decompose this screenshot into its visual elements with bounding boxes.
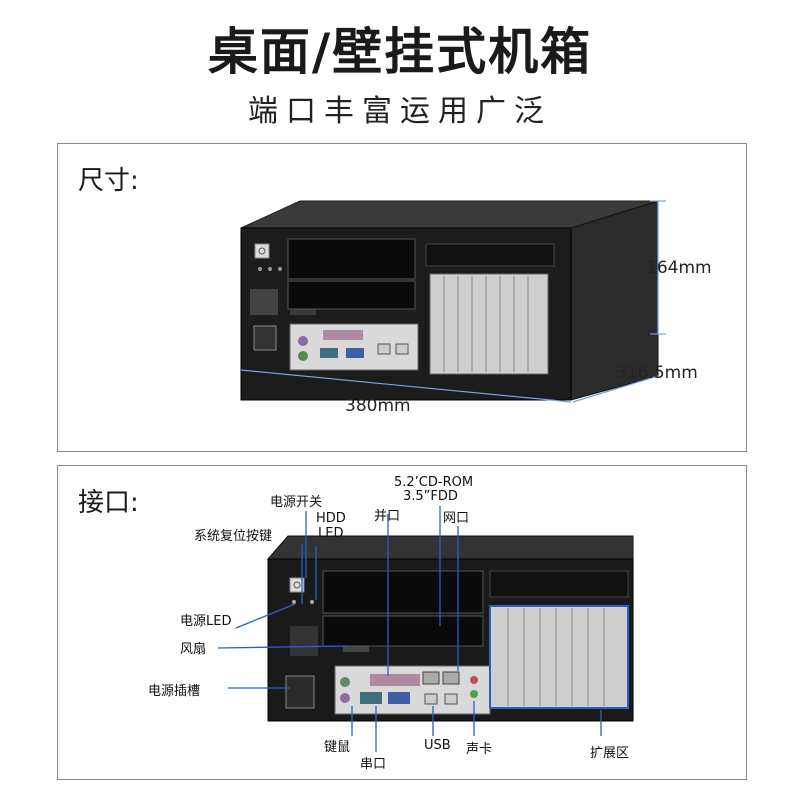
drive-bay-label-line2: 3.5”FDD <box>403 489 458 504</box>
chassis-dimension-photo <box>240 200 666 403</box>
depth-dimension: 316.5mm <box>616 363 698 383</box>
hdd-led-label-line1: HDD <box>316 511 346 526</box>
width-dimension: 380mm <box>345 396 411 416</box>
fan-label: 风扇 <box>180 642 207 657</box>
callout-lines <box>217 506 602 752</box>
dimensions-panel: 尺寸: <box>57 143 747 452</box>
network-port-label: 网口 <box>443 511 470 526</box>
dimensions-label: 尺寸: <box>78 166 139 196</box>
parallel-port-label: 并口 <box>374 509 401 524</box>
reset-button-label: 系统复位按键 <box>194 529 273 544</box>
chassis-ports-photo <box>217 506 634 752</box>
serial-port-label: 串口 <box>360 757 387 772</box>
power-switch-label: 电源开关 <box>270 495 323 510</box>
ports-label: 接口: <box>78 488 139 518</box>
hdd-led-label-line2: LED <box>318 526 344 541</box>
power-led-label: 电源LED <box>180 614 232 629</box>
height-dimension: 164mm <box>646 258 712 278</box>
usb-label: USB <box>424 738 451 753</box>
power-socket-label: 电源插槽 <box>148 684 201 699</box>
dimension-lines <box>240 200 666 403</box>
drive-bay-label-line1: 5.2’CD-ROM <box>394 475 474 490</box>
expansion-area-label: 扩展区 <box>590 746 630 761</box>
page-subtitle: 端口丰富运用广泛 <box>248 94 552 129</box>
sound-card-label: 声卡 <box>466 742 493 757</box>
ports-panel: 接口: <box>57 465 747 780</box>
page-title: 桌面/壁挂式机箱 <box>207 23 593 81</box>
ps2-port-label: 键鼠 <box>324 740 351 755</box>
